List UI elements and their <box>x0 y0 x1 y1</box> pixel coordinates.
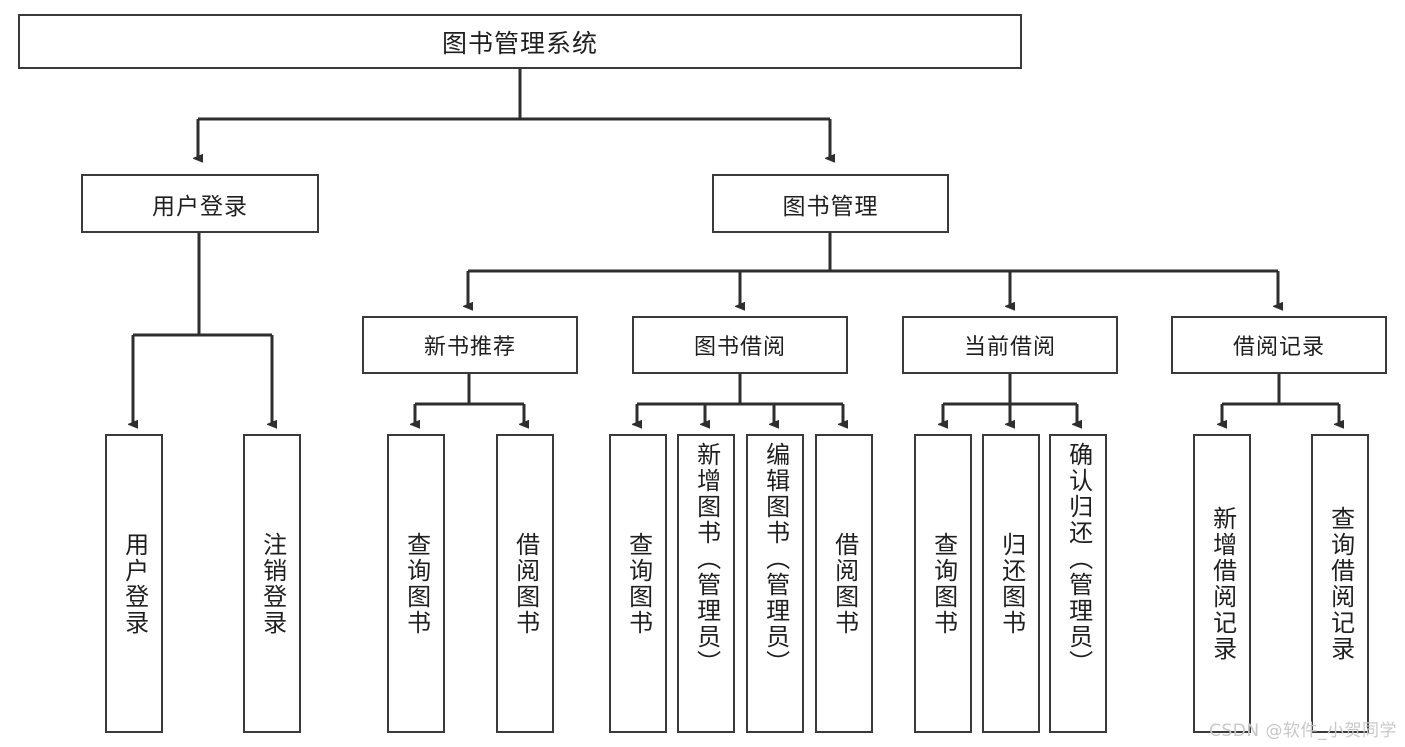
leaf-current-borrow-query-book[interactable]: 查询图书 <box>914 434 972 733</box>
node-new-book-recommend[interactable]: 新书推荐 <box>362 316 578 374</box>
leaf-borrow-record-add-record[interactable]: 新增借阅记录 <box>1193 434 1251 733</box>
node-label: 新书推荐 <box>423 335 516 360</box>
node-label: 借阅图书 <box>511 531 540 636</box>
node-label: 查询借阅记录 <box>1326 505 1355 662</box>
node-book-management[interactable]: 图书管理 <box>712 174 949 233</box>
csdn-watermark: CSDN @软件_小贺同学 <box>1209 721 1397 741</box>
leaf-book-borrow-edit-book-admin[interactable]: 编辑图书（管理员） <box>746 434 804 733</box>
node-user-login[interactable]: 用户登录 <box>81 174 319 233</box>
node-label: 借阅记录 <box>1232 335 1325 360</box>
leaf-book-borrow-query-book[interactable]: 查询图书 <box>609 434 667 733</box>
node-root-book-management-system[interactable]: 图书管理系统 <box>18 14 1022 69</box>
node-label: 查询图书 <box>402 531 431 636</box>
node-label: 图书管理 <box>782 193 879 220</box>
node-label: 查询图书 <box>624 531 653 636</box>
leaf-borrow-record-query-record[interactable]: 查询借阅记录 <box>1311 434 1369 733</box>
node-label: 新增借阅记录 <box>1208 505 1237 662</box>
node-book-borrow[interactable]: 图书借阅 <box>632 316 848 374</box>
leaf-book-borrow-borrow-book[interactable]: 借阅图书 <box>815 434 873 733</box>
leaf-book-borrow-add-book-admin[interactable]: 新增图书（管理员） <box>677 434 735 733</box>
node-label: 注销登录 <box>258 531 287 636</box>
node-label: 当前借阅 <box>963 335 1056 360</box>
leaf-current-borrow-return-book[interactable]: 归还图书 <box>982 434 1040 733</box>
node-label: 图书借阅 <box>693 335 786 360</box>
node-label: 归还图书 <box>997 531 1026 636</box>
node-label: 编辑图书（管理员） <box>761 442 790 676</box>
node-label: 新增图书（管理员） <box>692 442 721 676</box>
leaf-user-login-logout[interactable]: 注销登录 <box>243 434 301 733</box>
node-label: 图书管理系统 <box>441 28 598 58</box>
node-label: 借阅图书 <box>830 531 859 636</box>
leaf-new-book-borrow-book[interactable]: 借阅图书 <box>496 434 554 733</box>
leaf-new-book-query-book[interactable]: 查询图书 <box>387 434 445 733</box>
node-label: 查询图书 <box>929 531 958 636</box>
node-label: 确认归还（管理员） <box>1064 442 1093 676</box>
node-borrow-record[interactable]: 借阅记录 <box>1171 316 1387 374</box>
leaf-user-login-login[interactable]: 用户登录 <box>105 434 163 733</box>
node-label: 用户登录 <box>120 531 149 636</box>
leaf-current-borrow-confirm-return-admin[interactable]: 确认归还（管理员） <box>1049 434 1107 733</box>
node-label: 用户登录 <box>152 193 248 220</box>
node-current-borrow[interactable]: 当前借阅 <box>902 316 1118 374</box>
